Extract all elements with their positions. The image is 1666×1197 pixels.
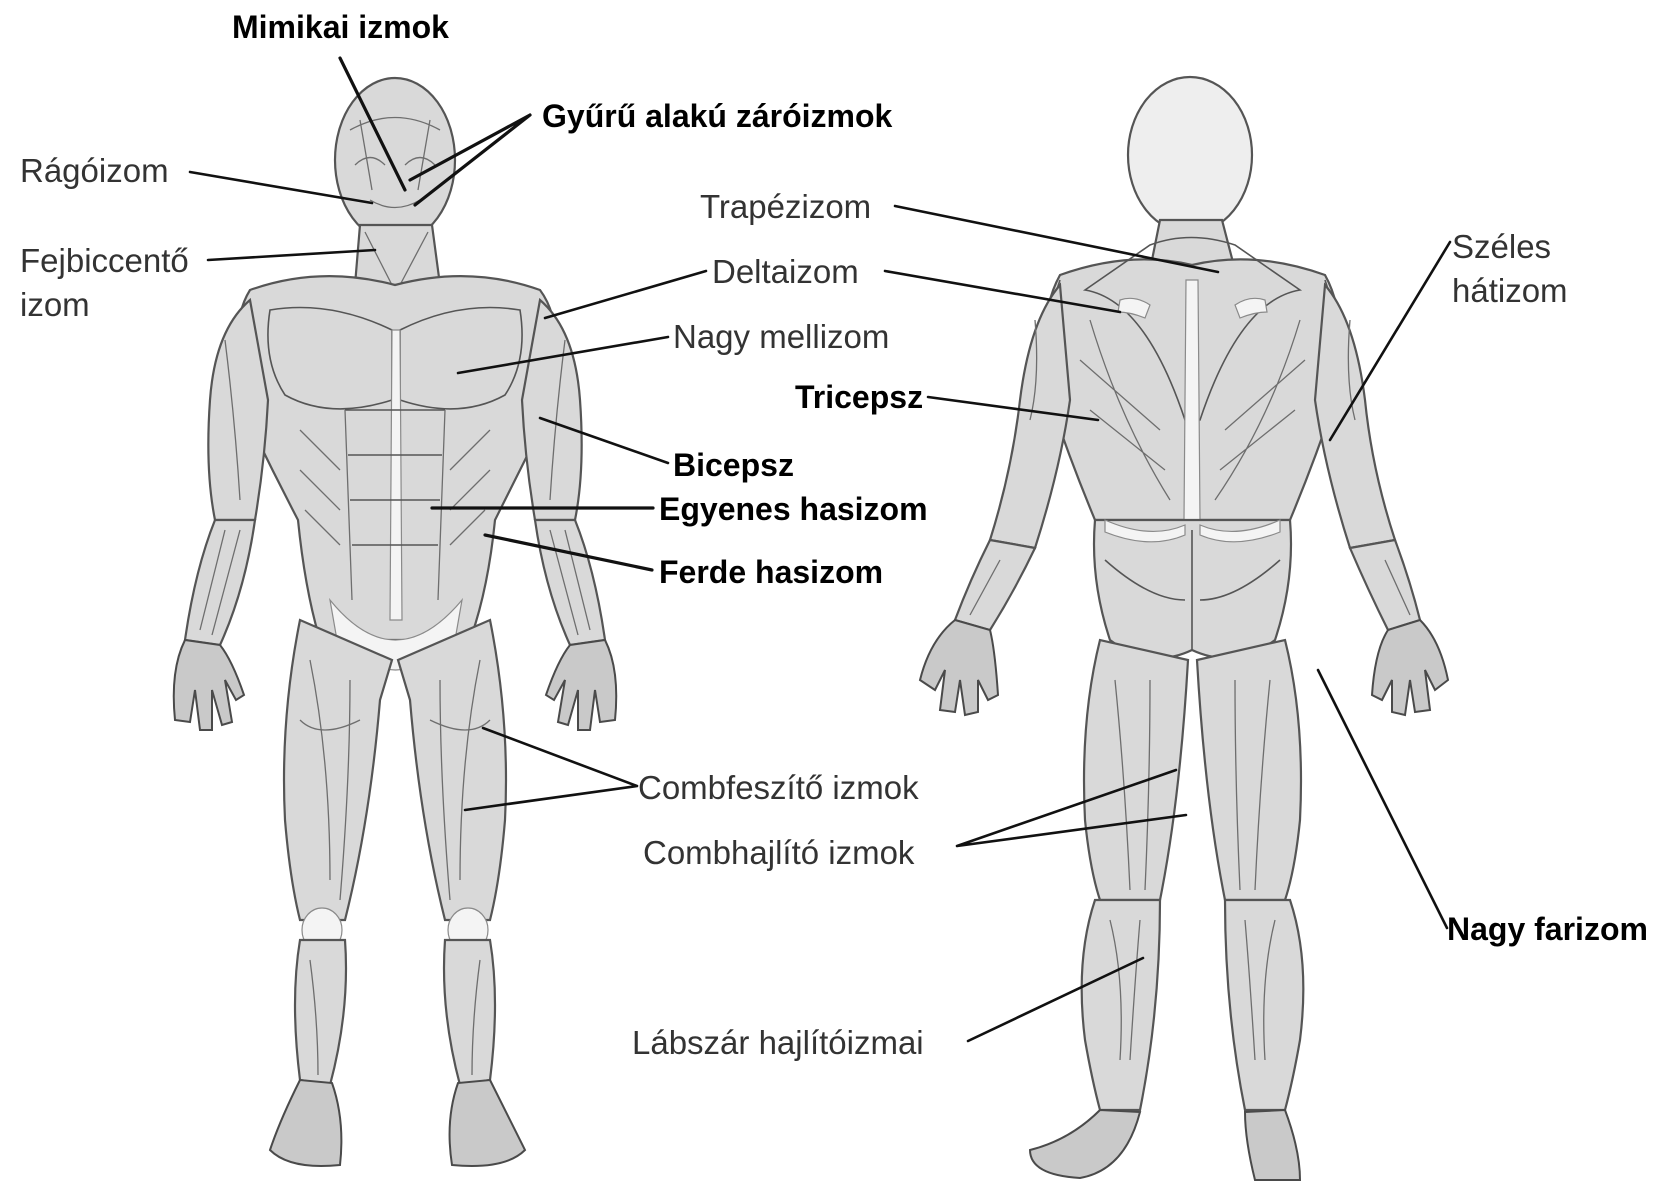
front-leg-left [398,620,506,920]
back-figure [920,77,1448,1180]
label-deltaizom: Deltaizom [712,253,859,290]
front-hand-left [546,640,616,730]
label-fejbiccento-line1: Fejbiccentő [20,242,189,279]
front-leg-right [284,620,392,920]
labels: Mimikai izmok Gyűrű alakú záróizmok Rágó… [20,9,1648,1061]
back-arm-right [990,285,1070,548]
label-ragoizom: Rágóizom [20,152,169,189]
label-egyenes-hasizom: Egyenes hasizom [659,491,928,527]
label-labszar-hajlitoizmai: Lábszár hajlítóizmai [632,1024,924,1061]
back-hand-right [920,620,998,715]
front-hand-right [174,640,244,730]
back-foot-right [1030,1110,1140,1178]
label-ferde-hasizom: Ferde hasizom [659,554,883,590]
front-foot-right [270,1080,341,1166]
back-arm-left [1315,285,1395,548]
leader-deltaizom-front [545,271,706,318]
label-nagy-mellizom: Nagy mellizom [673,318,889,355]
label-trapezizom: Trapézizom [700,188,871,225]
label-bicepsz: Bicepsz [673,447,794,483]
front-head [335,78,455,242]
back-hand-left [1372,620,1448,715]
front-figure [174,78,617,1166]
back-foot-left [1245,1110,1300,1180]
label-combhajlito-izmok: Combhajlító izmok [643,834,915,871]
label-szeles-line2: hátizom [1452,272,1568,309]
back-leg-left [1197,640,1301,900]
label-tricepsz: Tricepsz [795,379,923,415]
label-gyuru-alaku-zaroizmok: Gyűrű alakú záróizmok [542,98,893,134]
leader-fejbiccento [208,250,375,260]
back-head [1128,77,1252,233]
label-nagy-farizom: Nagy farizom [1447,911,1648,947]
label-mimikai-izmok: Mimikai izmok [232,9,449,45]
label-szeles-line1: Széles [1452,228,1551,265]
label-fejbiccento-line2: izom [20,286,90,323]
front-foot-left [450,1080,525,1166]
label-combfeszito-izmok: Combfeszítő izmok [638,769,919,806]
